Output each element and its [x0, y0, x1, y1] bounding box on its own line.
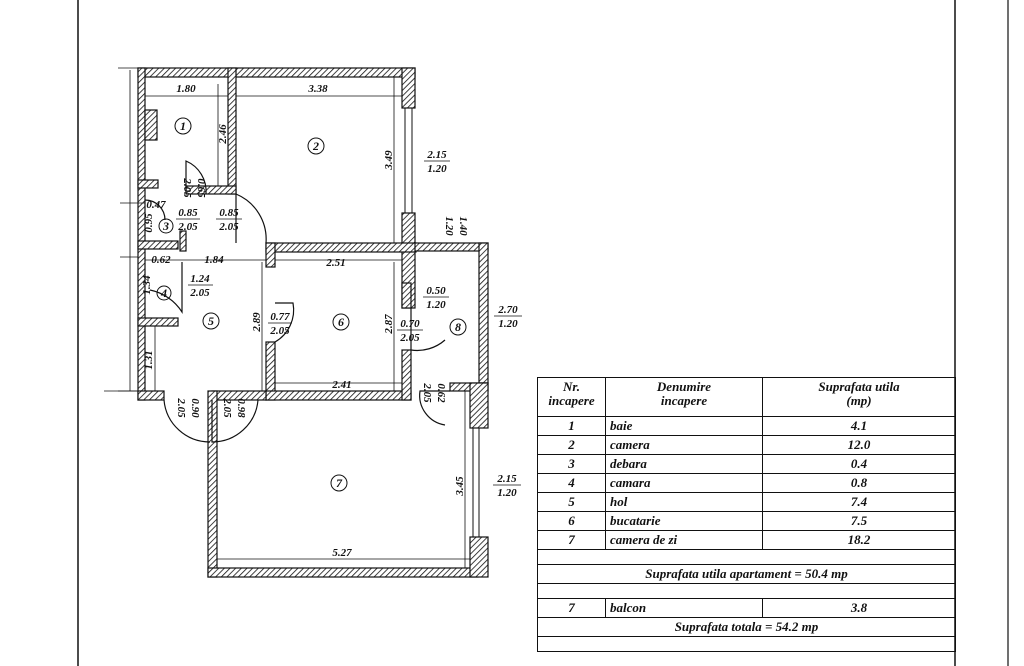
grand-total-row: Suprafata totala = 54.2 mp: [537, 617, 956, 637]
room-number-2: 2: [312, 139, 319, 153]
dim-hall-width: 1.84: [204, 254, 224, 266]
dim-win7-h: 1.20: [497, 487, 517, 499]
table-spacer-row: [537, 549, 956, 565]
table-spacer-row: [537, 636, 956, 652]
dim-room2-height: 3.49: [383, 150, 395, 171]
dim-win2-width: 2.15: [426, 149, 447, 161]
room-number-5: 5: [208, 314, 214, 328]
dim-d3-b: 0.95: [143, 213, 155, 233]
dim-door-entry2-w: 0.98: [235, 398, 247, 418]
dim-door8-h: 2.05: [399, 332, 420, 344]
dim-room2-width: 3.38: [307, 83, 328, 95]
dim-win8-side-w: 2.70: [497, 304, 518, 316]
dim-kit-top: 2.51: [325, 257, 345, 269]
dim-d7-height: 3.45: [454, 476, 466, 497]
dim-d4-width: 0.62: [151, 254, 171, 266]
dim-d1-door-w: 0.65: [195, 178, 207, 198]
dim-door4-h: 2.05: [189, 287, 210, 299]
dim-room1-width: 1.80: [176, 83, 196, 95]
room-number-8: 8: [455, 320, 461, 334]
dim-d4-height: 1.34: [141, 275, 153, 295]
dim-hall-h1: 2.89: [251, 312, 263, 333]
dim-door6-w: 0.77: [270, 311, 290, 323]
dim-door8-w: 0.70: [400, 318, 420, 330]
header-area: Suprafata utila(mp): [762, 377, 956, 417]
dim-hall-h2: 1.31: [143, 350, 155, 369]
table-spacer-row: [537, 583, 956, 599]
windows: [402, 108, 480, 537]
dim-d3-door-w: 0.85: [178, 207, 198, 219]
dim-win-small-w: 1.40: [457, 216, 469, 236]
dim-kit-bottom: 2.41: [331, 379, 351, 391]
dim-room1-height: 2.46: [217, 124, 229, 145]
dim-main-door-w: 0.85: [219, 207, 239, 219]
dim-win7-w: 2.15: [496, 473, 517, 485]
dim-door-entry2-h: 2.05: [221, 397, 233, 418]
room-number-4: 4: [160, 286, 167, 300]
dim-d7-width: 5.27: [332, 547, 352, 559]
room-number-3: 3: [162, 219, 169, 233]
dim-win-small-h: 1.20: [443, 216, 455, 236]
dim-door-entry-w: 0.90: [189, 398, 201, 418]
dimension-labels: 1.80 3.38 2.46 3.49 2.15 1.20 1.40 1.20 …: [141, 83, 522, 559]
dim-d3-a: 0.47: [146, 199, 166, 211]
room-number-6: 6: [338, 315, 344, 329]
dim-main-door-h: 2.05: [218, 221, 239, 233]
door-swings: [144, 160, 450, 443]
room-number-1: 1: [180, 119, 186, 133]
dim-door6-h: 2.05: [269, 325, 290, 337]
dim-door7-h: 2.05: [421, 382, 433, 403]
dim-d1-door-h: 2.05: [181, 177, 193, 198]
header-nr: Nr.incapere: [537, 377, 606, 417]
dim-door4-w: 1.24: [190, 273, 210, 285]
room-number-labels: 1 2 3 4 5 6 8 7: [160, 119, 461, 490]
dim-win8-w: 0.50: [426, 285, 446, 297]
guide-lines: [104, 67, 470, 568]
dim-door7-w: 0.62: [435, 383, 447, 403]
room-number-markers: [156, 117, 467, 492]
usable-total-row: Suprafata utila apartament = 50.4 mp: [537, 564, 956, 584]
dim-win2-height: 1.20: [427, 163, 447, 175]
dim-d3-door-h: 2.05: [177, 221, 198, 233]
dim-door-entry-h: 2.05: [175, 397, 187, 418]
walls: [137, 67, 489, 578]
dim-kit-height: 2.87: [383, 314, 395, 335]
dim-win8-h: 1.20: [426, 299, 446, 311]
dim-win8-side-h: 1.20: [498, 318, 518, 330]
room-number-7: 7: [336, 476, 343, 490]
